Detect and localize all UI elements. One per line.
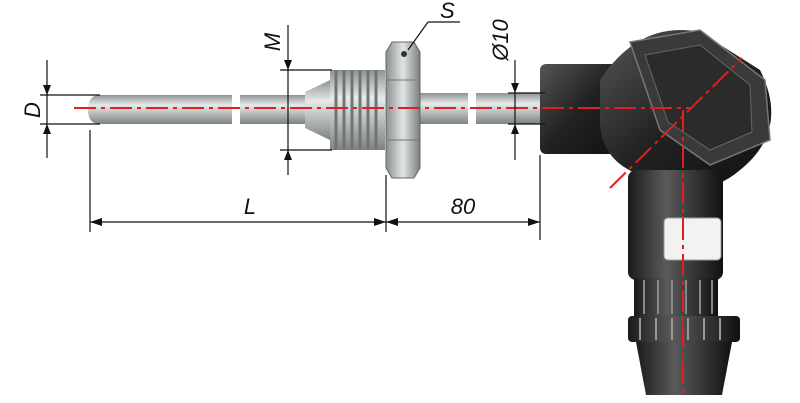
label-hex-size: S (440, 0, 455, 23)
connection-head (540, 29, 772, 280)
hex-nut (385, 41, 421, 179)
label-tube-diameter: Ø10 (488, 18, 513, 61)
threaded-fitting (305, 70, 385, 150)
label-neck-length: 80 (451, 194, 476, 219)
centerlines (74, 57, 743, 398)
dimension-lines (40, 21, 545, 240)
label-thread: M (260, 32, 285, 51)
label-length: L (244, 194, 256, 219)
cable-gland (628, 278, 740, 395)
label-diameter: D (20, 102, 45, 118)
